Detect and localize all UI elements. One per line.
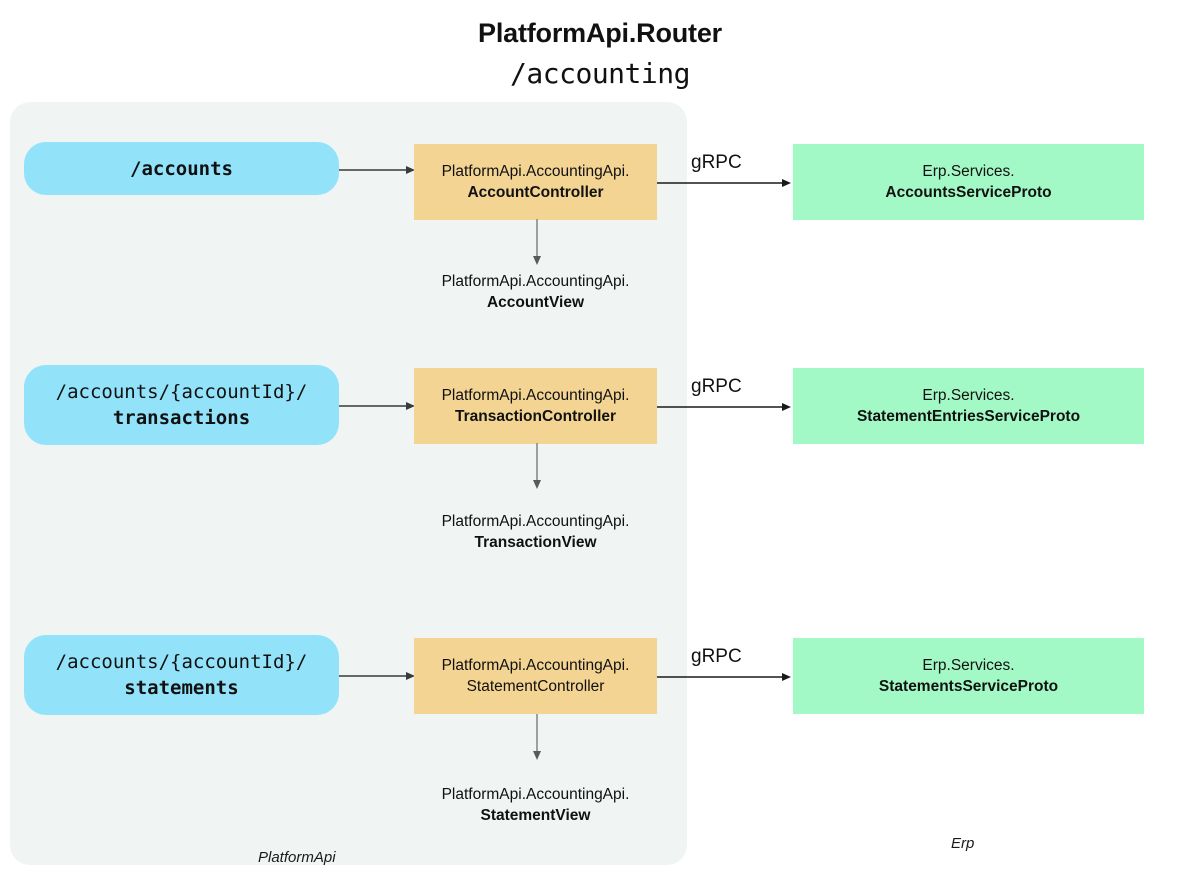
view-label-statement: PlatformApi.AccountingApi. StatementView (414, 784, 657, 826)
service-class: AccountsServiceProto (885, 184, 1052, 201)
controller-class: StatementController (466, 678, 605, 695)
service-namespace: Erp.Services. (922, 163, 1015, 180)
route-line-1: /accounts (130, 157, 233, 180)
controller-class: TransactionController (454, 408, 617, 425)
view-label-transaction: PlatformApi.AccountingApi. TransactionVi… (414, 511, 657, 553)
grpc-label-3: gRPC (691, 646, 742, 667)
route-pill-accounts[interactable]: /accounts (24, 142, 339, 195)
group-panel-platformapi (10, 102, 687, 865)
controller-class: AccountController (467, 184, 604, 201)
page-subtitle: /accounting (510, 57, 690, 90)
group-label-platformapi: PlatformApi (258, 849, 336, 866)
view-class: StatementView (480, 807, 591, 824)
page-title: PlatformApi.Router (478, 18, 722, 48)
controller-box-account[interactable]: PlatformApi.AccountingApi. AccountContro… (414, 144, 657, 220)
view-namespace: PlatformApi.AccountingApi. (441, 513, 630, 530)
route-pill-statements[interactable]: /accounts/{accountId}/ statements (24, 635, 339, 715)
service-box-accounts[interactable]: Erp.Services. AccountsServiceProto (793, 144, 1144, 220)
view-class: AccountView (486, 294, 585, 311)
controller-namespace: PlatformApi.AccountingApi. (441, 387, 630, 404)
route-line-1: /accounts/{accountId}/ (55, 651, 308, 673)
grpc-label-1: gRPC (691, 152, 742, 173)
view-label-account: PlatformApi.AccountingApi. AccountView (414, 271, 657, 313)
service-namespace: Erp.Services. (922, 387, 1015, 404)
view-class: TransactionView (474, 534, 597, 551)
route-line-1: /accounts/{accountId}/ (55, 381, 308, 403)
view-namespace: PlatformApi.AccountingApi. (441, 273, 630, 290)
view-namespace: PlatformApi.AccountingApi. (441, 786, 630, 803)
route-line-2: transactions (112, 407, 251, 429)
controller-namespace: PlatformApi.AccountingApi. (441, 163, 630, 180)
group-label-erp: Erp (951, 835, 975, 852)
service-box-statement-entries[interactable]: Erp.Services. StatementEntriesServicePro… (793, 368, 1144, 444)
route-line-2: statements (124, 677, 239, 699)
service-namespace: Erp.Services. (922, 657, 1015, 674)
controller-namespace: PlatformApi.AccountingApi. (441, 657, 630, 674)
service-class: StatementEntriesServiceProto (856, 408, 1081, 425)
controller-box-statement[interactable]: PlatformApi.AccountingApi. StatementCont… (414, 638, 657, 714)
service-box-statements[interactable]: Erp.Services. StatementsServiceProto (793, 638, 1144, 714)
grpc-label-2: gRPC (691, 376, 742, 397)
service-class: StatementsServiceProto (878, 678, 1059, 695)
route-pill-transactions[interactable]: /accounts/{accountId}/ transactions (24, 365, 339, 445)
controller-box-transaction[interactable]: PlatformApi.AccountingApi. TransactionCo… (414, 368, 657, 444)
